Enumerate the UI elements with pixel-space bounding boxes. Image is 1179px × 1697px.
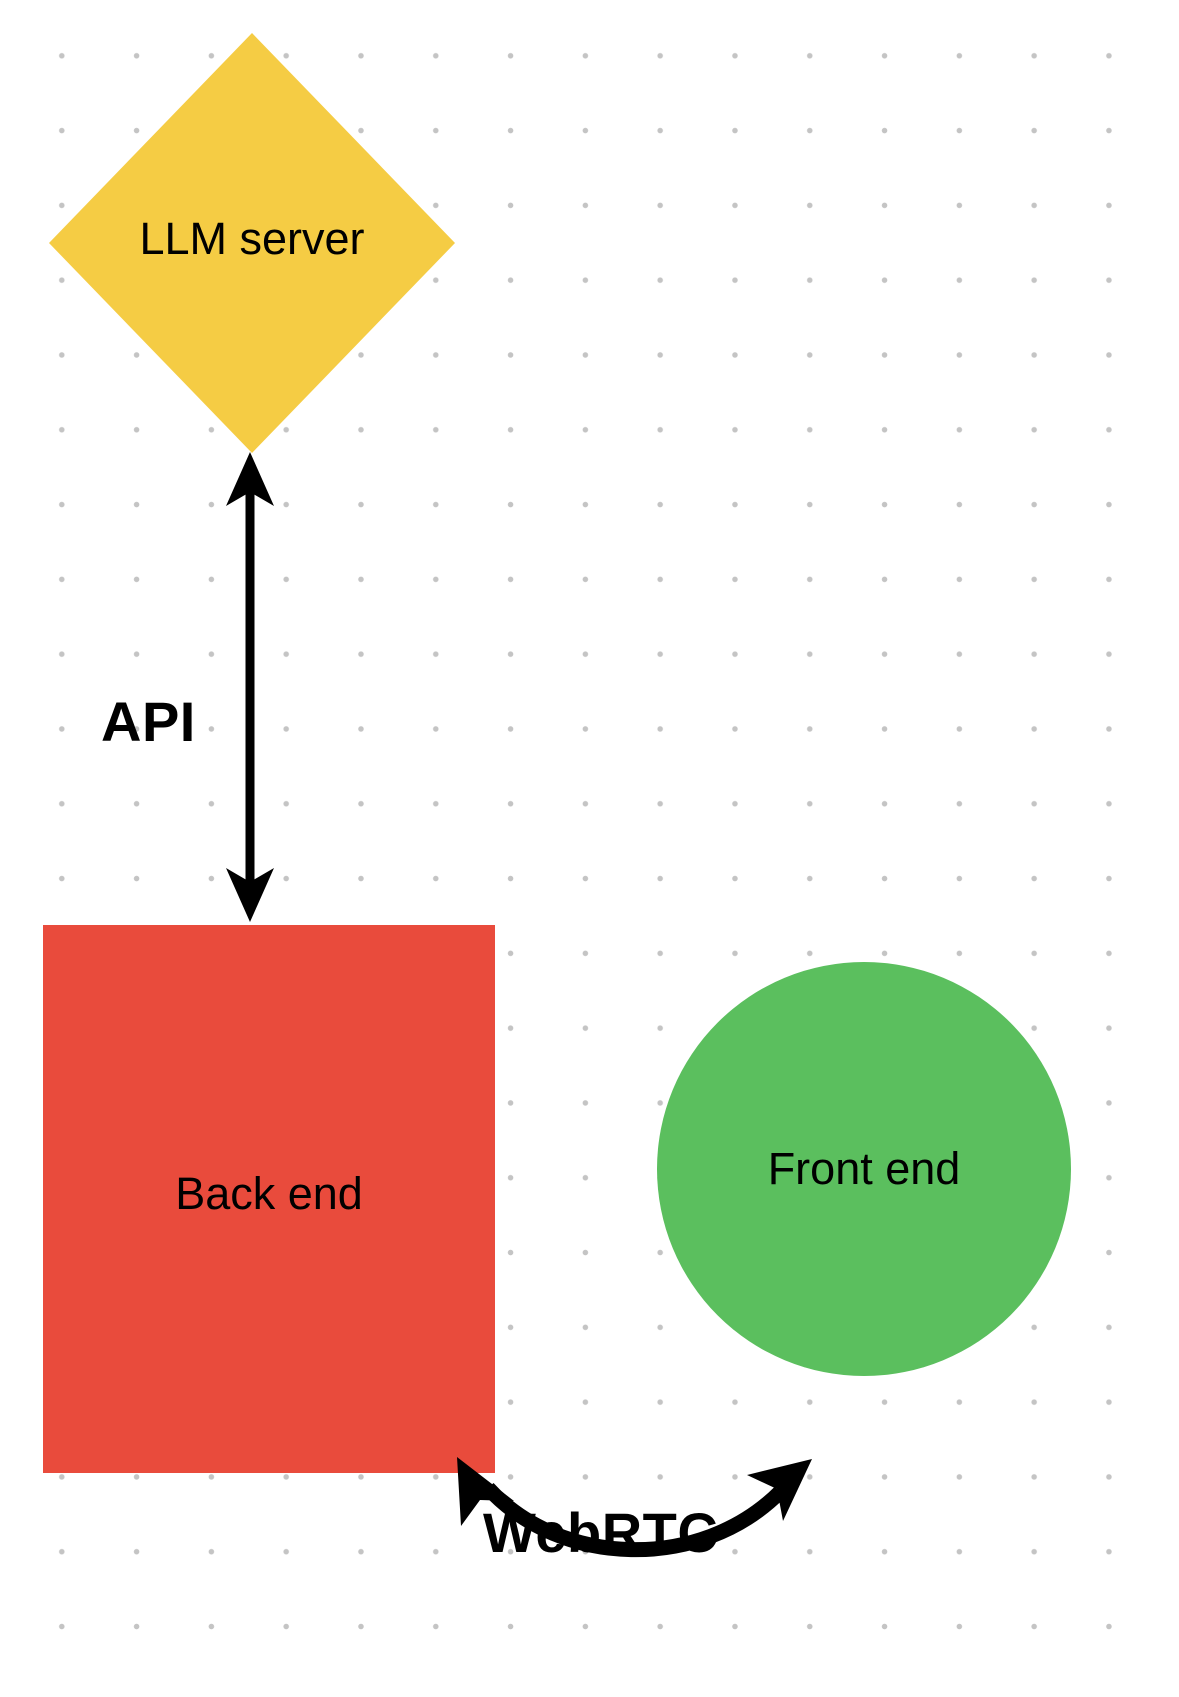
node-llm-server[interactable]: LLM server bbox=[49, 33, 455, 453]
webrtc-arrowhead-right-icon bbox=[747, 1459, 812, 1521]
node-back-end[interactable]: Back end bbox=[43, 925, 495, 1473]
edge-api[interactable] bbox=[226, 452, 274, 922]
node-label-llm-server: LLM server bbox=[139, 213, 365, 265]
api-arrowhead-up-icon bbox=[226, 452, 274, 506]
node-label-front-end: Front end bbox=[767, 1143, 961, 1195]
node-label-back-end: Back end bbox=[175, 1168, 363, 1220]
api-arrowhead-down-icon bbox=[226, 868, 274, 922]
edge-label-webrtc: WebRTC bbox=[483, 1501, 719, 1564]
edge-label-api: API bbox=[101, 690, 196, 753]
node-front-end[interactable]: Front end bbox=[657, 962, 1071, 1376]
